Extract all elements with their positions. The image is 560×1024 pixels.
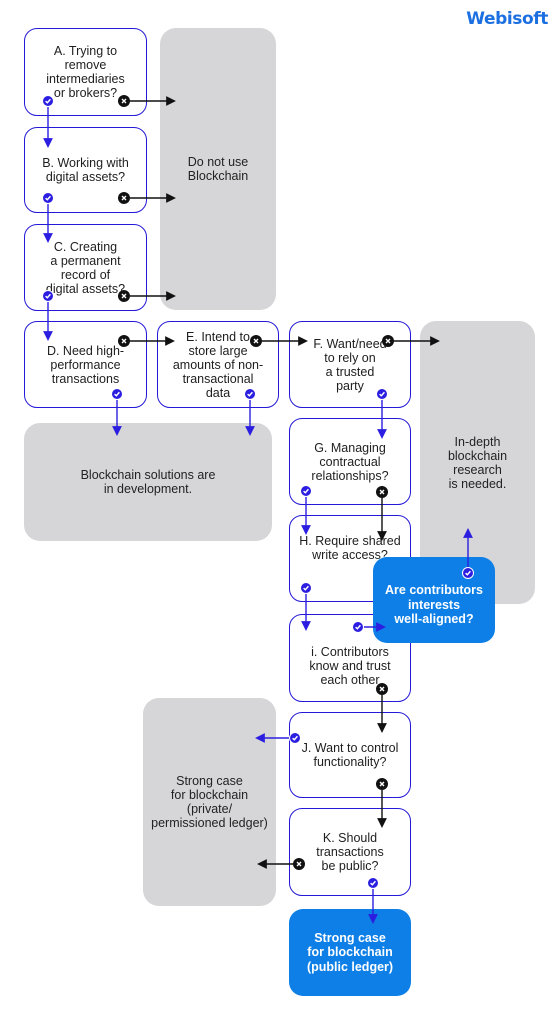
outcome-public-ledger: Strong case for blockchain (public ledge… (289, 909, 411, 996)
check-icon (300, 582, 312, 594)
check-icon (352, 621, 364, 633)
cross-icon (376, 486, 388, 498)
outcome-research: In-depth blockchain research is needed. (420, 321, 535, 604)
cross-icon (376, 778, 388, 790)
cross-icon (118, 192, 130, 204)
check-icon (244, 388, 256, 400)
cross-icon (293, 858, 305, 870)
node-j: J. Want to control functionality? (289, 712, 411, 798)
check-icon (376, 388, 388, 400)
check-icon (367, 877, 379, 889)
outcome-private-ledger: Strong case for blockchain (private/ per… (143, 698, 276, 906)
check-icon (462, 567, 474, 579)
check-icon (111, 388, 123, 400)
outcome-in-development: Blockchain solutions are in development. (24, 423, 272, 541)
cross-icon (118, 95, 130, 107)
cross-icon (382, 335, 394, 347)
cross-icon (118, 335, 130, 347)
brand-logo: Webisoft (466, 9, 548, 29)
check-icon (289, 732, 301, 744)
cross-icon (376, 683, 388, 695)
node-aligned-question: Are contributors interests well-aligned? (373, 557, 495, 643)
cross-icon (250, 335, 262, 347)
check-icon (300, 485, 312, 497)
cross-icon (118, 290, 130, 302)
node-k: K. Should transactions be public? (289, 808, 411, 896)
check-icon (42, 290, 54, 302)
check-icon (42, 95, 54, 107)
check-icon (42, 192, 54, 204)
outcome-do-not-use: Do not use Blockchain (160, 28, 276, 310)
